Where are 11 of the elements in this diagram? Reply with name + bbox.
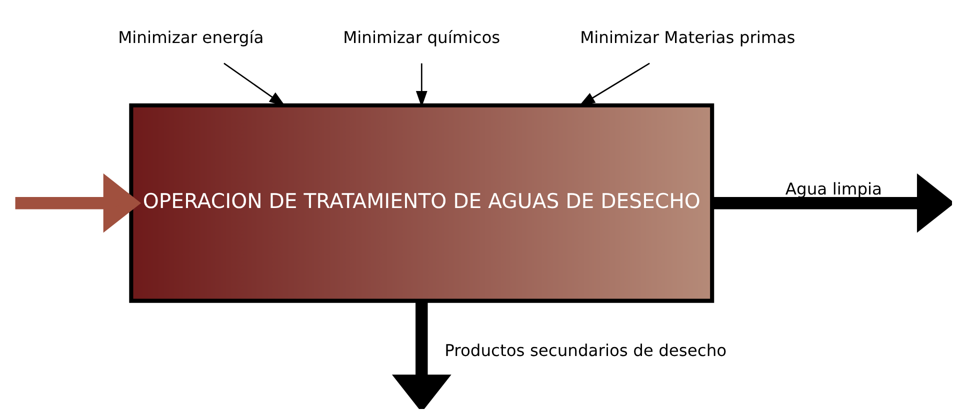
arrow [224,62,286,106]
node-text: Minimizar químicos [343,28,500,47]
edge-label: Agua limpia [785,178,882,198]
node-box: OPERACION DE TRATAMIENTO DE AGUAS DE DESECHO [129,102,714,302]
arrow [712,172,952,232]
node-text: Minimizar Materias primas [580,28,796,47]
arrow [15,172,142,232]
edge-label: Productos secundarios de desecho [444,340,727,360]
arrow [578,62,650,106]
arrow [392,300,452,408]
node-text: Minimizar energía [118,28,264,47]
